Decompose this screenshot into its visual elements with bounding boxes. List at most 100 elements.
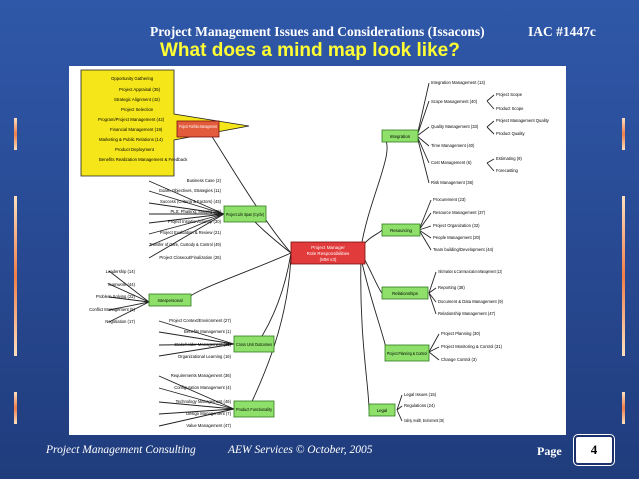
integration-item-2: Quality Management (33) bbox=[431, 124, 479, 129]
right-decor-line-3 bbox=[622, 392, 625, 424]
lifespan-item-7: Project Closeout/Finalization (26) bbox=[159, 255, 221, 260]
scope-sub-1: Product Scope bbox=[496, 106, 524, 111]
node-legal-label: Legal bbox=[377, 408, 388, 413]
lifespan-item-6: Transfer of Care, Custody & Control (49) bbox=[149, 242, 222, 247]
right-decor-line-1 bbox=[622, 118, 625, 150]
lifespan-item-4: Project Initiation/Startup (30) bbox=[168, 219, 222, 224]
integration-item-4: Cost Management (6) bbox=[431, 160, 472, 165]
slide-title: Project Management Issues and Considerat… bbox=[150, 24, 485, 39]
resourcing-item-3: People Management (20) bbox=[433, 235, 481, 240]
link-planning bbox=[360, 257, 388, 353]
product-item-1: Configuration Management (4) bbox=[174, 385, 231, 390]
page-label: Page bbox=[537, 444, 562, 458]
node-planning bbox=[384, 344, 430, 362]
interpersonal-item-4: Negotiation (17) bbox=[105, 319, 135, 324]
link-interpersonal bbox=[183, 252, 292, 303]
node-relationships bbox=[381, 286, 429, 300]
portfolio-item-1: Project Appraisal (35) bbox=[119, 87, 161, 92]
portfolio-item-5: Financial Management (19) bbox=[110, 127, 163, 132]
planning-item-0: Project Planning (30) bbox=[441, 331, 481, 336]
footer-copyright: AEW Services © October, 2005 bbox=[228, 444, 373, 456]
product-item-4: Value Management (47) bbox=[186, 423, 231, 428]
interpersonal-item-1: Teamwork (44) bbox=[107, 282, 135, 287]
node-resourcing bbox=[381, 223, 421, 237]
resourcing-item-4: Team building/Development (44) bbox=[433, 247, 494, 252]
cost-sub-1: Forecasting bbox=[496, 168, 519, 173]
node-product-label: Product Functionality bbox=[236, 407, 273, 412]
node-integration-label: Integration bbox=[390, 134, 411, 139]
cross-unit-item-2: Stakeholder Management (41) bbox=[174, 342, 231, 347]
center-node-line-3: (MM v3) bbox=[320, 257, 337, 262]
center-node bbox=[290, 241, 366, 265]
integration-item-3: Time Management (40) bbox=[431, 143, 475, 148]
product-item-0: Requirements Management (36) bbox=[171, 373, 232, 378]
slide-id: IAC #1447c bbox=[528, 24, 596, 39]
portfolio-item-0: Opportunity Gathering bbox=[111, 76, 154, 81]
relationships-item-0: Information & Communication Management (… bbox=[438, 269, 502, 274]
link-legal bbox=[360, 257, 370, 411]
legal-item-2: Safety, Health, Environment (39) bbox=[404, 418, 444, 423]
portfolio-item-4: Program/Project Management (42) bbox=[98, 117, 165, 122]
cross-unit-item-1: Benefits Management (1) bbox=[184, 329, 232, 334]
interpersonal-item-3: Conflict Management (5) bbox=[89, 307, 135, 312]
node-relationships-label: Relationships bbox=[392, 291, 418, 296]
node-cross-unit-label: Cross Unit Outcomes bbox=[236, 342, 272, 347]
product-item-3: Design Management (7) bbox=[186, 411, 232, 416]
node-planning-label: Project Planning & Control bbox=[387, 351, 427, 356]
cost-sub-0: Estimating (9) bbox=[496, 156, 522, 161]
node-portfolio bbox=[176, 120, 220, 138]
link-product bbox=[248, 252, 292, 409]
node-cross-unit bbox=[233, 335, 275, 353]
resourcing-item-2: Project Organization (32) bbox=[433, 223, 480, 228]
left-decor-line-2 bbox=[14, 196, 17, 356]
left-decor-line-1 bbox=[14, 118, 17, 150]
scope-sub-0: Project Scope bbox=[496, 92, 523, 97]
legal-item-1: Regulations (24) bbox=[404, 403, 435, 408]
resourcing-item-0: Procurement (23) bbox=[433, 197, 466, 202]
planning-item-2: Change Control (3) bbox=[441, 357, 477, 362]
node-interpersonal-label: Interpersonal bbox=[157, 298, 182, 303]
right-decor-line-2 bbox=[622, 196, 625, 356]
node-integration bbox=[381, 129, 419, 143]
interpersonal-item-0: Leadership (14) bbox=[106, 269, 136, 274]
node-product bbox=[233, 400, 275, 418]
node-legal bbox=[368, 403, 396, 417]
product-item-2: Technology Management (46) bbox=[176, 399, 232, 404]
portfolio-item-2: Strategic Alignment (42) bbox=[114, 97, 160, 102]
integration-item-5: Risk Management (36) bbox=[431, 180, 474, 185]
center-node-line-2: Role Responsibilities bbox=[307, 251, 350, 256]
lifespan-item-3: PLS: Phasing, Staging (29) bbox=[170, 209, 221, 214]
slide-subtitle: What does a mind map look like? bbox=[160, 40, 460, 61]
portfolio-item-7: Product Deployment bbox=[115, 147, 155, 152]
lifespan-item-0: Business Case (2) bbox=[187, 178, 222, 183]
legal-item-0: Legal Issues (15) bbox=[404, 392, 437, 397]
node-lifespan bbox=[223, 205, 267, 223]
portfolio-item-6: Marketing & Public Relations (14) bbox=[99, 137, 163, 142]
center-node-line-1: Project Manager bbox=[311, 245, 345, 250]
lifespan-item-5: Project Evaluation & Review (21) bbox=[160, 230, 222, 235]
quality-sub-1: Product Quality bbox=[496, 131, 526, 136]
quality-sub-0: Project Management Quality bbox=[496, 118, 550, 123]
node-portfolio-label: Project Portfolio Management bbox=[179, 124, 218, 129]
lifespan-item-1: Goals, Objectives, Strategies (11) bbox=[159, 188, 222, 193]
node-resourcing-label: Resourcing bbox=[390, 228, 412, 233]
footer-company: Project Management Consulting bbox=[46, 444, 196, 456]
portfolio-item-3: Project Selection bbox=[121, 107, 154, 112]
relationships-item-1: Reporting (38) bbox=[438, 285, 465, 290]
planning-item-1: Project Monitoring & Control (31) bbox=[441, 344, 503, 349]
relationships-item-2: Document & Data Management (9) bbox=[438, 299, 504, 304]
lifespan-item-2: Success (Criteria & Factors) (43) bbox=[160, 199, 222, 204]
cross-unit-item-3: Organizational Learning (16) bbox=[178, 354, 232, 359]
integration-item-0: Integration Management (13) bbox=[431, 80, 486, 85]
left-decor-line-3 bbox=[14, 392, 17, 424]
integration-item-1: Scope Management (40) bbox=[431, 99, 478, 104]
interpersonal-item-2: Problem Solving (22) bbox=[96, 294, 136, 299]
node-lifespan-label: Project Life Span (Cycle) bbox=[226, 212, 264, 217]
page-number: 4 bbox=[574, 435, 614, 465]
mind-map: Opportunity Gathering Project Appraisal … bbox=[80, 69, 550, 428]
resourcing-item-1: Resource Management (37) bbox=[433, 210, 486, 215]
cross-unit-item-0: Project Context/Environment (27) bbox=[169, 318, 232, 323]
node-interpersonal bbox=[148, 293, 192, 307]
relationships-item-3: Relationship Management (47) bbox=[438, 311, 496, 316]
portfolio-item-8: Benefits Realization Management & Feedba… bbox=[99, 157, 188, 162]
